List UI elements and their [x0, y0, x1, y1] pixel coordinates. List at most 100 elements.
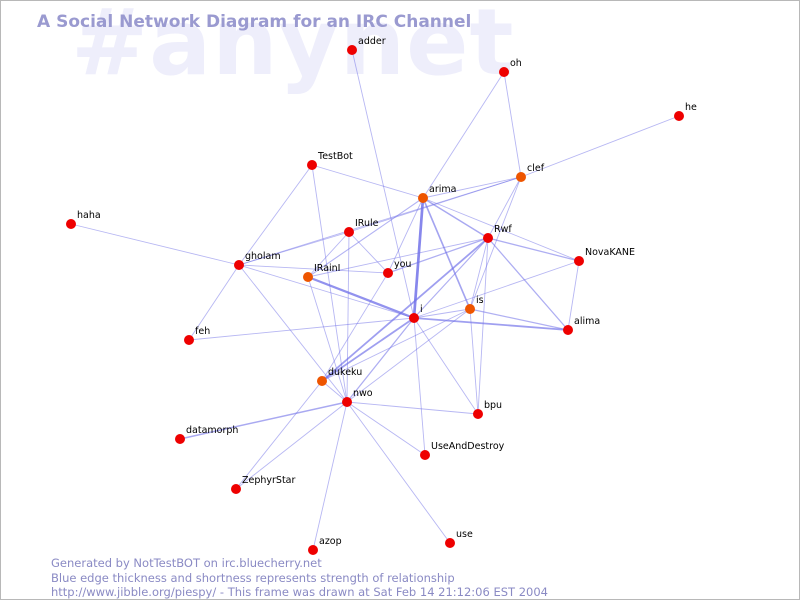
edge-gholam-you — [238, 264, 389, 274]
node-ZephyrStar: ZephyrStar — [231, 475, 296, 494]
node-dot-use — [445, 538, 455, 548]
edge-clef-Rwf — [487, 176, 522, 239]
node-dot-haha — [66, 219, 76, 229]
node-label-feh: feh — [195, 326, 210, 337]
edge-Rwf-NovaKANE — [487, 237, 580, 262]
edge-TestBot-nwo — [311, 164, 348, 403]
edge-dukeku-nwo — [321, 380, 348, 403]
edge-nwo-bpu — [346, 401, 479, 415]
edge-i-bpu — [413, 317, 479, 415]
edge-nwo-azop — [312, 401, 348, 551]
node-dot-he — [674, 111, 684, 121]
edge-i-is — [413, 308, 471, 319]
node-datamorph: datamorph — [175, 425, 238, 444]
node-dot-Rwf — [483, 233, 493, 243]
node-dot-you — [383, 268, 393, 278]
edge-Rwf-alima — [487, 237, 569, 331]
node-gholam: gholam — [234, 251, 281, 270]
edge-IRule-nwo — [346, 231, 350, 403]
node-UseAndDestroy: UseAndDestroy — [420, 441, 505, 460]
edge-feh-i — [188, 317, 415, 341]
node-NovaKANE: NovaKANE — [574, 247, 635, 266]
edges-layer — [70, 49, 680, 551]
node-azop: azop — [308, 536, 342, 555]
edge-IRule-you — [348, 231, 389, 274]
node-IRainI: IRainI — [303, 263, 340, 282]
edge-arima-is — [422, 197, 471, 310]
edge-i-NovaKANE — [413, 260, 580, 319]
edge-TestBot-gholam — [238, 164, 313, 266]
edge-dukeku-ZephyrStar — [235, 380, 323, 490]
diagram-title: A Social Network Diagram for an IRC Chan… — [37, 12, 472, 32]
node-dot-feh — [184, 335, 194, 345]
edge-Rwf-dukeku — [321, 237, 489, 382]
node-dot-azop — [308, 545, 318, 555]
node-label-arima: arima — [429, 184, 456, 195]
edge-i-nwo — [346, 317, 415, 403]
node-dot-datamorph — [175, 434, 185, 444]
node-feh: feh — [184, 326, 210, 345]
node-haha: haha — [66, 210, 101, 229]
edge-clef-IRule — [348, 176, 522, 233]
edge-i-UseAndDestroy — [413, 317, 426, 456]
node-dot-ZephyrStar — [231, 484, 241, 494]
edge-datamorph-nwo — [179, 401, 348, 440]
node-label-UseAndDestroy: UseAndDestroy — [431, 441, 505, 452]
node-label-dukeku: dukeku — [328, 367, 362, 378]
node-IRule: IRule — [344, 218, 379, 237]
edge-haha-gholam — [70, 223, 240, 266]
edge-arima-clef — [422, 176, 522, 199]
edge-adder-i — [351, 49, 415, 319]
edge-gholam-i — [238, 264, 415, 319]
node-dot-IRule — [344, 227, 354, 237]
node-dot-UseAndDestroy — [420, 450, 430, 460]
node-alima: alima — [563, 316, 600, 335]
edge-dukeku-is — [321, 308, 471, 382]
node-label-adder: adder — [358, 36, 386, 47]
edge-gholam-feh — [188, 264, 240, 341]
nodes-layer: adderohheTestBotclefarimahahaIRuleRwfNov… — [66, 36, 697, 555]
node-dot-gholam — [234, 260, 244, 270]
edge-nwo-ZephyrStar — [235, 401, 348, 490]
node-dukeku: dukeku — [317, 367, 362, 386]
node-Rwf: Rwf — [483, 224, 512, 243]
node-label-i: i — [420, 304, 423, 315]
node-he: he — [674, 102, 697, 121]
node-dot-is — [465, 304, 475, 314]
node-use: use — [445, 529, 473, 548]
node-dot-adder — [347, 45, 357, 55]
edge-nwo-UseAndDestroy — [346, 401, 426, 456]
node-label-gholam: gholam — [245, 251, 281, 262]
node-dot-i — [409, 313, 419, 323]
edge-nwo-use — [346, 401, 451, 544]
node-oh: oh — [499, 58, 522, 77]
node-dot-TestBot — [307, 160, 317, 170]
node-TestBot: TestBot — [307, 151, 353, 170]
node-dot-IRainI — [303, 272, 313, 282]
edge-is-bpu — [469, 308, 479, 415]
node-label-haha: haha — [77, 210, 101, 221]
footer-legend-note: Blue edge thickness and shortness repres… — [51, 571, 455, 585]
edge-oh-clef — [503, 71, 522, 178]
node-you: you — [383, 259, 411, 278]
node-label-datamorph: datamorph — [186, 425, 238, 436]
node-label-use: use — [456, 529, 473, 540]
edge-Rwf-bpu — [477, 237, 489, 415]
edge-TestBot-arima — [311, 164, 424, 199]
node-dot-NovaKANE — [574, 256, 584, 266]
footer-generated-by: Generated by NotTestBOT on irc.bluecherr… — [51, 556, 322, 570]
node-bpu: bpu — [473, 400, 502, 419]
edge-arima-Rwf — [422, 197, 489, 239]
edge-you-Rwf — [387, 237, 489, 274]
edge-NovaKANE-alima — [567, 260, 580, 331]
edge-is-alima — [469, 308, 569, 331]
node-label-IRainI: IRainI — [314, 263, 340, 274]
node-label-ZephyrStar: ZephyrStar — [242, 475, 296, 486]
node-nwo: nwo — [342, 388, 373, 407]
edge-you-dukeku — [321, 272, 389, 382]
node-label-IRule: IRule — [355, 218, 379, 229]
edge-Rwf-i — [413, 237, 489, 319]
channel-watermark: #anynet — [71, 0, 515, 96]
